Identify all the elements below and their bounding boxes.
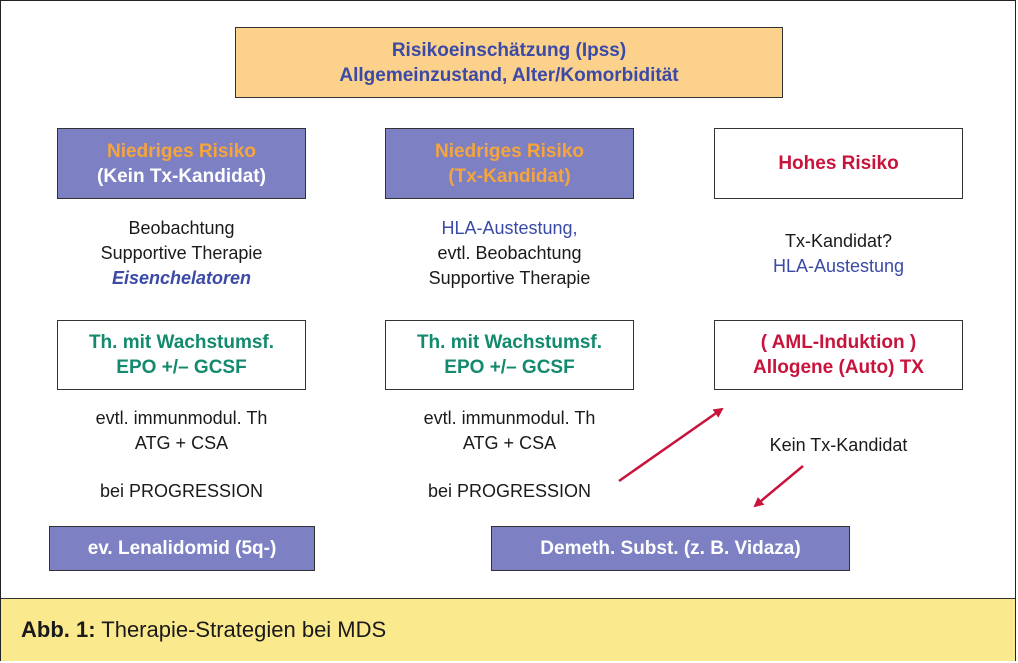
tx-candidate-label: (Tx-Kandidat) bbox=[448, 165, 571, 187]
progression-word: PROGRESSION bbox=[129, 481, 264, 501]
col2-progression-text: bei PROGRESSION bbox=[385, 479, 634, 504]
arrow-to-allogeneic-tx bbox=[618, 407, 724, 483]
possible-observation-text: evtl. Beobachtung bbox=[437, 243, 582, 263]
progression-word: PROGRESSION bbox=[457, 481, 592, 501]
caption-label: Abb. 1: bbox=[21, 617, 96, 642]
immunomodulation-line1: evtl. immunmodul. Th bbox=[95, 408, 268, 428]
growth-factor-line1: Th. mit Wachstumsf. bbox=[416, 332, 603, 353]
no-tx-candidate-text: Kein Tx-Kandidat bbox=[714, 433, 963, 458]
caption-band: Abb. 1: Therapie-Strategien bei MDS bbox=[1, 598, 1015, 661]
risk-assessment-box: Risikoeinschätzung (Ipss) Allgemeinzusta… bbox=[235, 27, 783, 98]
col1-progression-text: bei PROGRESSION bbox=[57, 479, 306, 504]
low-risk-tx-box: Niedriges Risiko (Tx-Kandidat) bbox=[385, 128, 634, 199]
hla-testing-text: HLA-Austestung bbox=[772, 256, 905, 276]
progression-prefix: bei bbox=[99, 481, 129, 501]
risk-assessment-title: Risikoeinschätzung (Ipss) bbox=[391, 39, 627, 61]
growth-factor-line1: Th. mit Wachstumsf. bbox=[88, 332, 275, 353]
caption-text: Therapie-Strategien bei MDS bbox=[95, 617, 387, 642]
col2-treatment-text: HLA-Austestung, evtl. Beobachtung Suppor… bbox=[385, 216, 634, 291]
progression-prefix: bei bbox=[427, 481, 457, 501]
col2-immunomodulation-text: evtl. immunmodul. Th ATG + CSA bbox=[385, 406, 634, 456]
supportive-therapy-text: Supportive Therapie bbox=[428, 268, 591, 288]
tx-candidate-question: Tx-Kandidat? bbox=[784, 231, 893, 251]
observation-text: Beobachtung bbox=[128, 218, 235, 238]
no-tx-candidate-label: (Kein Tx-Kandidat) bbox=[97, 165, 266, 187]
aml-induction-box: ( AML-Induktion ) Allogene (Auto) TX bbox=[714, 320, 963, 390]
immunomodulation-line2: ATG + CSA bbox=[134, 433, 229, 453]
figure-caption: Abb. 1: Therapie-Strategien bei MDS bbox=[21, 617, 386, 643]
aml-induction-label: ( AML-Induktion ) bbox=[760, 332, 917, 353]
lenalidomide-label: ev. Lenalidomid (5q-) bbox=[87, 538, 277, 559]
high-risk-label: Hohes Risiko bbox=[778, 153, 899, 174]
iron-chelators-text: Eisenchelatoren bbox=[111, 268, 252, 288]
low-risk-label: Niedriges Risiko bbox=[435, 140, 584, 162]
demethylating-label: Demeth. Subst. (z. B. Vidaza) bbox=[540, 538, 801, 559]
no-tx-candidate-label: Kein Tx-Kandidat bbox=[769, 435, 908, 455]
growth-factor-line2: EPO +/– GCSF bbox=[116, 357, 247, 378]
lenalidomide-box: ev. Lenalidomid (5q-) bbox=[49, 526, 315, 571]
col2-growth-factor-box: Th. mit Wachstumsf. EPO +/– GCSF bbox=[385, 320, 634, 390]
allogeneic-tx-label: Allogene (Auto) TX bbox=[753, 357, 924, 378]
supportive-therapy-text: Supportive Therapie bbox=[100, 243, 263, 263]
col1-growth-factor-box: Th. mit Wachstumsf. EPO +/– GCSF bbox=[57, 320, 306, 390]
high-risk-box: Hohes Risiko bbox=[714, 128, 963, 199]
col1-treatment-text: Beobachtung Supportive Therapie Eisenche… bbox=[57, 216, 306, 291]
low-risk-label: Niedriges Risiko bbox=[107, 140, 256, 162]
risk-assessment-subtitle: Allgemeinzustand, Alter/Komorbidität bbox=[339, 64, 679, 86]
hla-testing-text: HLA-Austestung, bbox=[441, 218, 578, 238]
col3-tx-text: Tx-Kandidat? HLA-Austestung bbox=[714, 229, 963, 279]
arrow-to-demethylating bbox=[753, 465, 804, 508]
col1-immunomodulation-text: evtl. immunmodul. Th ATG + CSA bbox=[57, 406, 306, 456]
immunomodulation-line1: evtl. immunmodul. Th bbox=[423, 408, 596, 428]
demethylating-box: Demeth. Subst. (z. B. Vidaza) bbox=[491, 526, 850, 571]
immunomodulation-line2: ATG + CSA bbox=[462, 433, 557, 453]
low-risk-no-tx-box: Niedriges Risiko (Kein Tx-Kandidat) bbox=[57, 128, 306, 199]
growth-factor-line2: EPO +/– GCSF bbox=[444, 357, 575, 378]
